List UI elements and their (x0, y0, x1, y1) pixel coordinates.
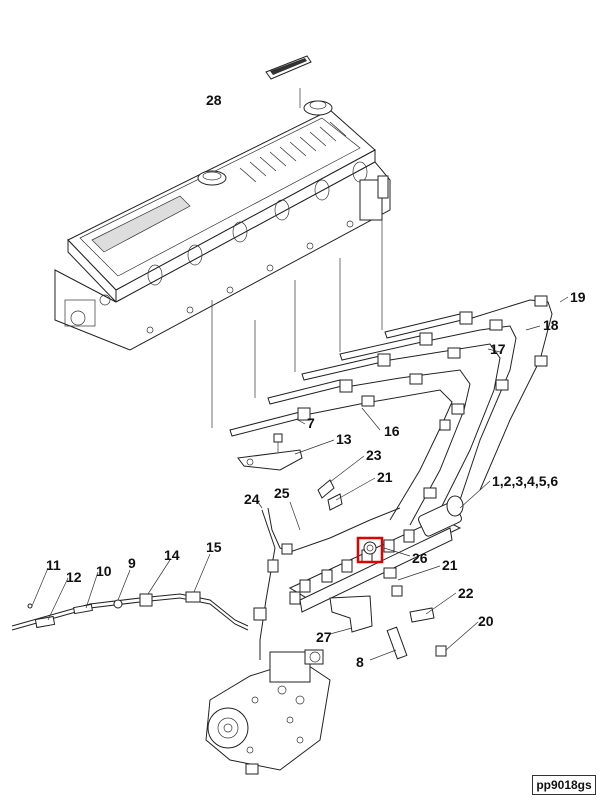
callout-21-upper: 21 (377, 469, 393, 485)
callout-27: 27 (316, 629, 332, 645)
callout-24: 24 (244, 491, 260, 507)
callout-16: 16 (384, 423, 400, 439)
callout-28: 28 (206, 92, 222, 108)
callout-14: 14 (164, 547, 180, 563)
fuel-rail-icon[interactable] (288, 495, 464, 613)
bracket-icon[interactable] (237, 449, 303, 471)
callout-22: 22 (458, 585, 474, 601)
callout-15: 15 (206, 539, 222, 555)
callout-26: 26 (412, 550, 428, 566)
callout-21-lower: 21 (442, 557, 458, 573)
callout-17: 17 (490, 341, 506, 357)
callout-7: 7 (307, 415, 315, 431)
callout-1-6: 1,2,3,4,5,6 (492, 473, 558, 489)
callout-12: 12 (66, 569, 82, 585)
callout-13: 13 (336, 431, 352, 447)
supply-line[interactable] (11, 591, 267, 631)
callout-18: 18 (543, 317, 559, 333)
callout-11: 11 (46, 557, 61, 573)
callout-9: 9 (128, 555, 136, 571)
callout-20: 20 (478, 613, 494, 629)
callout-25: 25 (274, 485, 290, 501)
callout-10: 10 (96, 563, 112, 579)
injector-icon[interactable] (229, 295, 553, 526)
pressure-fitting-highlight[interactable] (356, 536, 384, 564)
callout-23: 23 (366, 447, 382, 463)
fuel-pump-icon[interactable] (205, 649, 331, 775)
cylinder-head-icon[interactable] (54, 100, 391, 351)
callout-19: 19 (570, 289, 586, 305)
callout-8: 8 (356, 654, 364, 670)
decal-icon[interactable] (265, 55, 312, 80)
reference-code: pp9018gs (532, 775, 596, 795)
